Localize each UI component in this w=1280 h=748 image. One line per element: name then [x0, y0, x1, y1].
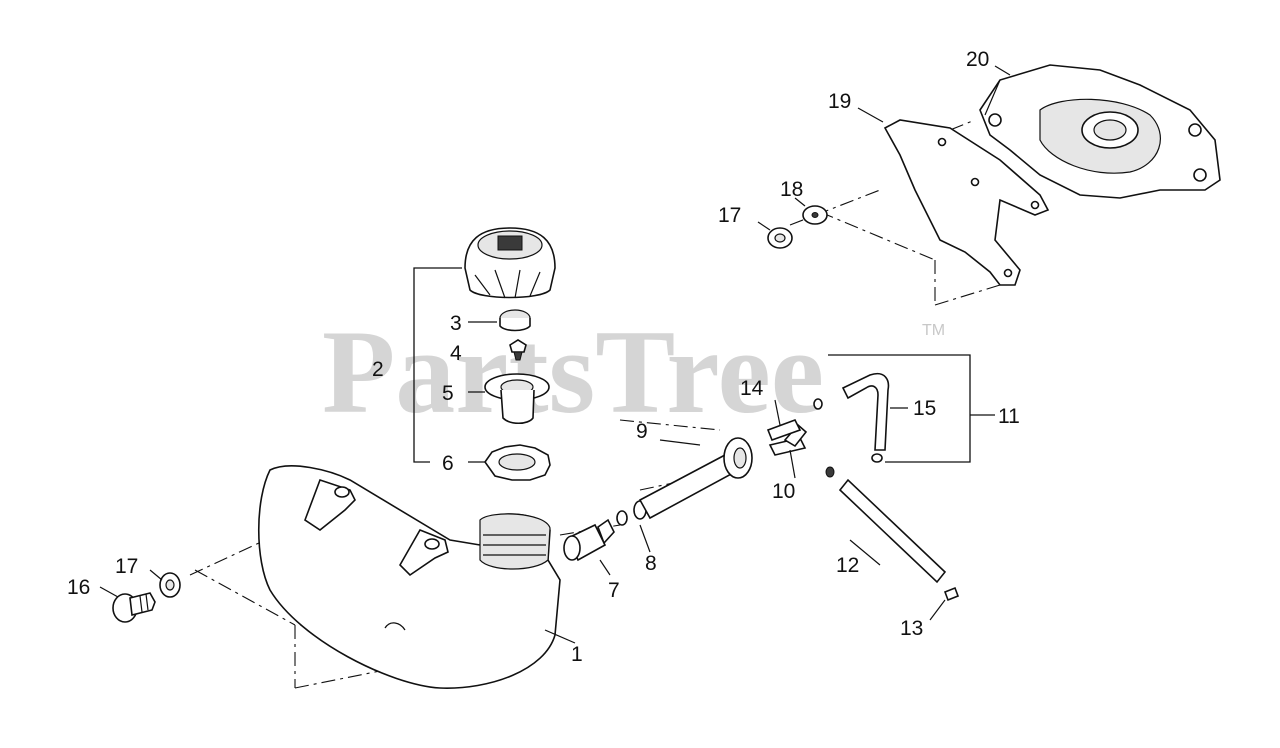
- watermark-trademark: TM: [922, 322, 945, 339]
- part-9-fuel-pipe-grommet: [638, 437, 753, 520]
- part-18-washer: [802, 205, 828, 225]
- callout-14: 14: [740, 377, 764, 400]
- callout-19: 19: [828, 90, 851, 113]
- callout-2: 2: [372, 358, 384, 381]
- callout-18: 18: [780, 178, 803, 201]
- part-19-bracket: [883, 119, 1050, 286]
- part-6-cap-ring: [484, 444, 551, 481]
- callout-leaders: [99, 65, 1011, 644]
- callout-7: 7: [608, 579, 620, 602]
- callout-17-lower: 17: [115, 555, 138, 578]
- part-1-fuel-tank: [257, 465, 561, 689]
- part-15-return-pipe: [813, 372, 890, 463]
- callout-11: 11: [998, 405, 1020, 428]
- part-20-crankcase: [979, 64, 1221, 199]
- callout-16: 16: [67, 576, 90, 599]
- callout-8: 8: [645, 552, 657, 575]
- callout-9: 9: [636, 420, 648, 443]
- part-13-clip: [943, 586, 960, 602]
- callout-6: 6: [442, 452, 454, 475]
- callout-10: 10: [772, 480, 795, 503]
- watermark-text: PartsTree: [322, 305, 824, 438]
- callout-3: 3: [450, 312, 462, 335]
- part-2-fuel-cap-assembly: [464, 227, 556, 299]
- callout-5: 5: [442, 382, 454, 405]
- part-16-bolt: [112, 592, 156, 623]
- callout-17-upper: 17: [718, 204, 741, 227]
- callout-13: 13: [900, 617, 923, 640]
- part-7-fuel-filter: [563, 518, 615, 562]
- callout-1: 1: [571, 643, 583, 666]
- part-12-fuel-pipe: [825, 466, 947, 584]
- part-3-cap-insert: [499, 309, 531, 332]
- part-5-strainer: [484, 373, 550, 425]
- callout-4: 4: [450, 342, 462, 365]
- callout-20: 20: [966, 48, 989, 71]
- callout-12: 12: [836, 554, 859, 577]
- part-17-washer-lower: [159, 572, 181, 598]
- callout-15: 15: [913, 397, 936, 420]
- part-17-washer-upper: [767, 227, 793, 249]
- part-4-vent-valve: [509, 339, 527, 361]
- part-14-fitting: [766, 419, 802, 442]
- callout-labels: 1 2 3 4 5 6 7 8 9 10 11 12 13 14 15 16 1…: [67, 48, 1020, 666]
